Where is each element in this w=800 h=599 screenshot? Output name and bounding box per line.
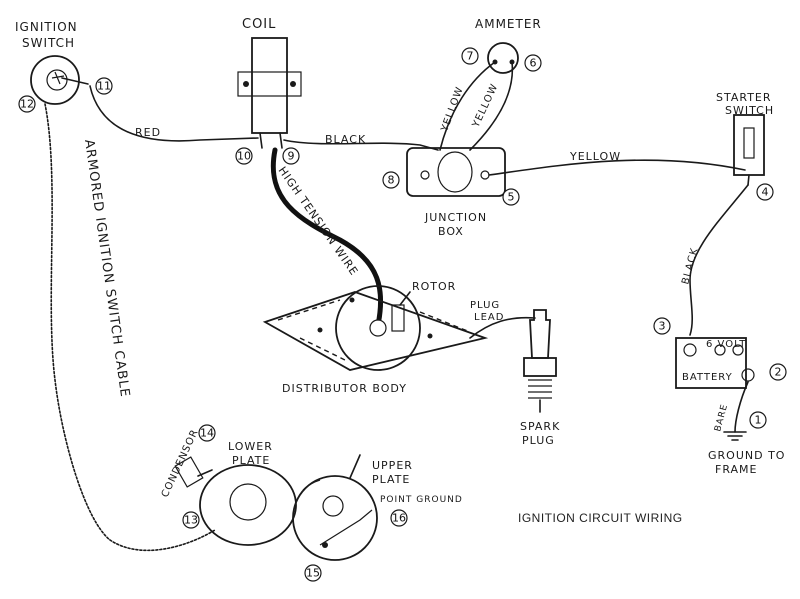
junction-label-line2: BOX xyxy=(438,225,464,238)
distributor-body xyxy=(262,285,489,371)
red-wire-label: RED xyxy=(135,126,161,139)
terminal-15: 15 xyxy=(304,564,322,582)
svg-text:4: 4 xyxy=(762,186,769,199)
ground-label-line1: GROUND TO xyxy=(708,449,785,462)
ammeter-label: AMMETER xyxy=(475,17,542,31)
black-battery-label: BLACK xyxy=(680,246,700,285)
svg-text:5: 5 xyxy=(508,191,515,204)
upper-plate-label-line2: PLATE xyxy=(372,473,410,486)
battery xyxy=(675,337,755,389)
upper-plate-label-line1: UPPER xyxy=(372,459,413,472)
terminal-5: 5 xyxy=(502,188,520,206)
terminal-12: 12 xyxy=(18,95,36,113)
coil-label: COIL xyxy=(242,17,276,32)
spark-plug-label-line1: SPARK xyxy=(520,420,560,433)
terminal-1: 1 xyxy=(749,411,767,429)
terminal-6: 6 xyxy=(524,54,542,72)
lower-plate xyxy=(174,456,297,546)
armored-cable-label: ARMORED IGNITION SWITCH CABLE xyxy=(81,138,132,398)
ignition-switch-label-line2: SWITCH xyxy=(22,36,75,50)
terminal-16: 16 xyxy=(390,509,408,527)
ground-label-line2: FRAME xyxy=(715,463,758,476)
starter-switch xyxy=(733,114,765,186)
plug-lead xyxy=(469,316,536,339)
point-ground-label: POINT GROUND xyxy=(380,495,463,505)
armored-cable xyxy=(44,103,216,552)
terminal-4: 4 xyxy=(756,183,774,201)
terminal-13: 13 xyxy=(182,511,200,529)
terminal-7: 7 xyxy=(461,47,479,65)
svg-text:9: 9 xyxy=(288,150,295,163)
starter-switch-label-line1: STARTER xyxy=(716,91,772,104)
lower-plate-label-line2: PLATE xyxy=(232,454,270,467)
ground-symbol xyxy=(723,431,747,441)
plug-lead-label-line2: LEAD xyxy=(474,312,504,323)
svg-text:3: 3 xyxy=(659,320,666,333)
coil xyxy=(237,37,302,149)
black-wire-coil-label: BLACK xyxy=(325,133,366,146)
bare-ground-wire xyxy=(734,381,749,433)
spark-plug xyxy=(523,309,557,413)
junction-box xyxy=(406,147,506,197)
black-wire-battery xyxy=(689,184,749,336)
battery-label: BATTERY xyxy=(682,372,733,383)
diagram-caption: IGNITION CIRCUIT WIRING xyxy=(518,511,683,525)
rotor-pointer xyxy=(399,291,411,306)
svg-text:16: 16 xyxy=(392,512,406,525)
svg-text:15: 15 xyxy=(306,567,320,580)
ignition-switch-label-line1: IGNITION xyxy=(15,20,78,34)
spark-plug-label-line2: PLUG xyxy=(522,434,555,447)
svg-text:12: 12 xyxy=(20,98,34,111)
svg-text:1: 1 xyxy=(755,414,762,427)
high-tension-label: HIGH TENSION WIRE xyxy=(276,164,361,278)
junction-label-line1: JUNCTION xyxy=(424,211,487,224)
terminal-11: 11 xyxy=(95,77,113,95)
svg-text:2: 2 xyxy=(775,366,782,379)
yellow-right-label: YELLOW xyxy=(470,82,500,130)
plug-lead-label-line1: PLUG xyxy=(470,300,500,311)
battery-voltage: 6 VOLT xyxy=(706,339,746,350)
ignition-switch xyxy=(30,55,89,105)
red-wire xyxy=(89,85,259,142)
bare-label: BARE xyxy=(713,403,730,433)
terminal-2: 2 xyxy=(769,363,787,381)
yellow-left-label: YELLOW xyxy=(439,85,466,134)
starter-switch-label-line2: SWITCH xyxy=(725,104,774,117)
svg-text:13: 13 xyxy=(184,514,198,527)
distributor-label: DISTRIBUTOR BODY xyxy=(282,382,407,395)
svg-text:11: 11 xyxy=(97,80,111,93)
yellow-starter-label: YELLOW xyxy=(569,150,621,163)
terminal-8: 8 xyxy=(382,171,400,189)
ammeter xyxy=(439,42,519,151)
lower-plate-label-line1: LOWER xyxy=(228,440,273,453)
terminal-14: 14 xyxy=(198,424,216,442)
svg-text:8: 8 xyxy=(388,174,395,187)
upper-plate xyxy=(292,454,378,561)
terminal-9: 9 xyxy=(282,147,300,165)
svg-text:10: 10 xyxy=(237,150,251,163)
black-wire-coil xyxy=(283,139,439,151)
yellow-wire-starter xyxy=(488,159,746,176)
terminal-3: 3 xyxy=(653,317,671,335)
svg-text:7: 7 xyxy=(467,50,474,63)
svg-text:14: 14 xyxy=(200,427,214,440)
svg-text:6: 6 xyxy=(530,57,537,70)
high-tension-wire xyxy=(270,147,384,328)
rotor-label: ROTOR xyxy=(412,280,456,293)
terminal-10: 10 xyxy=(235,147,253,165)
